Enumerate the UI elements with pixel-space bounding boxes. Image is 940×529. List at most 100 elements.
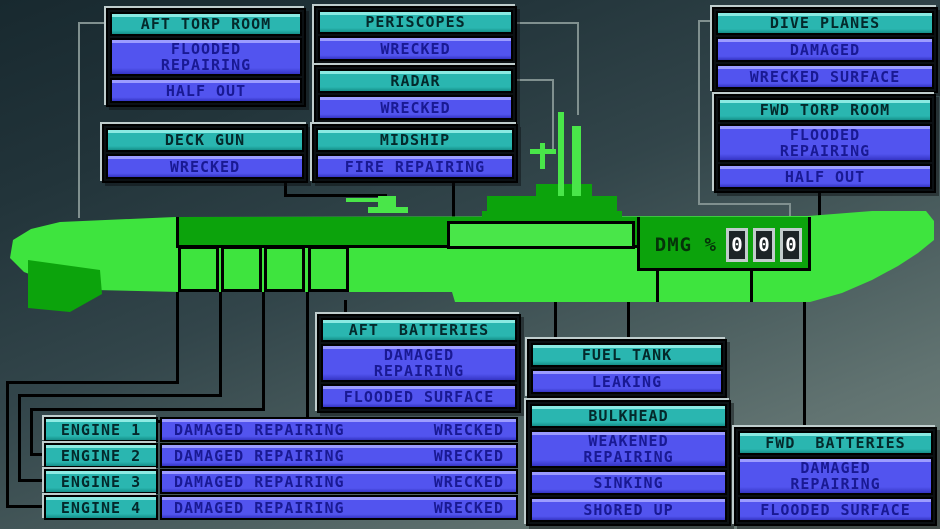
deck-gun-sprite <box>378 196 396 207</box>
engine-status-text: WRECKED <box>433 420 504 439</box>
connector-radar <box>552 79 554 150</box>
periscope-mast <box>558 112 564 196</box>
connector-engine-4 <box>176 292 179 383</box>
engine-compartment-4 <box>308 246 349 292</box>
dmg-counter-digit: 0 <box>753 227 775 262</box>
dmg-counter-digit: 0 <box>780 227 802 262</box>
connector-engine-2 <box>30 408 33 456</box>
status-box: FLOODED REPAIRING <box>110 38 302 76</box>
panel-title: BULKHEAD <box>530 404 727 428</box>
deck-gun-sprite <box>346 198 380 202</box>
panel-title: PERISCOPES <box>318 10 513 34</box>
panel-title: FWD TORP ROOM <box>718 98 932 122</box>
connector-fwd-torp <box>818 191 821 217</box>
status-box: HALF OUT <box>718 164 932 189</box>
connector-aft-torp <box>78 22 80 218</box>
panel-dive-planes: DIVE PLANES DAMAGED WRECKED SURFACE <box>712 7 938 93</box>
connector-engine-1 <box>42 420 45 431</box>
panel-radar: RADAR WRECKED <box>314 65 517 124</box>
panel-bulkhead: BULKHEAD WEAKENED REPAIRING SINKING SHOR… <box>526 400 731 526</box>
engine-compartment-3 <box>264 246 305 292</box>
status-box: WRECKED SURFACE <box>716 64 934 89</box>
engine-status-text: DAMAGED REPAIRING <box>174 472 345 491</box>
conning-tower-top <box>536 184 592 198</box>
panel-title: FUEL TANK <box>531 343 723 367</box>
engine-2-status: DAMAGED REPAIRING WRECKED <box>160 443 518 468</box>
panel-title: RADAR <box>318 69 513 93</box>
engine-3-status: DAMAGED REPAIRING WRECKED <box>160 469 518 494</box>
connector-fuel-tank <box>554 301 557 341</box>
connector-engine-2 <box>30 453 46 456</box>
engine-status-text: WRECKED <box>433 498 504 517</box>
connector-engine-3 <box>18 394 21 482</box>
panel-midship: MIDSHIP FIRE REPAIRING <box>312 124 518 183</box>
status-box: WRECKED <box>106 154 304 179</box>
engine-compartment-2 <box>221 246 262 292</box>
status-box: LEAKING <box>531 369 723 394</box>
engine-status-text: WRECKED <box>433 472 504 491</box>
connector-midship <box>452 181 455 218</box>
connector-engine-3 <box>18 394 222 397</box>
panel-title: AFT TORP ROOM <box>110 12 302 36</box>
engine-status-text: DAMAGED REPAIRING <box>174 420 345 439</box>
dmg-counter-digit: 0 <box>726 227 748 262</box>
connector-periscopes <box>517 22 579 24</box>
connector-dive-planes <box>698 20 700 203</box>
panel-title: FWD BATTERIES <box>738 431 933 455</box>
status-box: SHORED UP <box>530 497 727 522</box>
panel-title: MIDSHIP <box>316 128 514 152</box>
status-box: SINKING <box>530 470 727 495</box>
engine-4-label: ENGINE 4 <box>44 495 158 520</box>
panel-fuel-tank: FUEL TANK LEAKING <box>527 339 727 398</box>
radar-antenna <box>540 143 545 169</box>
hull-divider <box>656 271 659 302</box>
engine-4-status: DAMAGED REPAIRING WRECKED <box>160 495 518 520</box>
status-box: DAMAGED REPAIRING <box>321 344 517 382</box>
panel-aft-torp-room: AFT TORP ROOM FLOODED REPAIRING HALF OUT <box>106 8 306 107</box>
status-box: DAMAGED REPAIRING <box>738 457 933 495</box>
panel-aft-batteries: AFT BATTERIES DAMAGED REPAIRING FLOODED … <box>317 314 521 413</box>
status-box: WEAKENED REPAIRING <box>530 430 727 468</box>
connector-engine-4 <box>6 381 179 384</box>
panel-fwd-torp-room: FWD TORP ROOM FLOODED REPAIRING HALF OUT <box>714 94 936 193</box>
engine-3-label: ENGINE 3 <box>44 469 158 494</box>
connector-engine-4 <box>6 505 46 508</box>
panel-fwd-batteries: FWD BATTERIES DAMAGED REPAIRING FLOODED … <box>734 427 937 526</box>
engine-2-label: ENGINE 2 <box>44 443 158 468</box>
connector-dive-planes <box>789 203 791 216</box>
connector-deck-gun <box>284 194 387 197</box>
connector-engine-1 <box>306 292 309 423</box>
status-box: DAMAGED <box>716 37 934 62</box>
connector-aft-torp <box>78 22 106 24</box>
connector-dive-planes <box>698 203 791 205</box>
engine-1-status: DAMAGED REPAIRING WRECKED <box>160 417 518 442</box>
deck-hatch-panel <box>447 221 635 249</box>
status-box: FLOODED SURFACE <box>321 384 517 409</box>
connector-engine-4 <box>6 381 9 508</box>
panel-periscopes: PERISCOPES WRECKED <box>314 6 517 65</box>
status-box: WRECKED <box>318 36 513 61</box>
hull-divider <box>750 271 753 302</box>
engine-status-text: DAMAGED REPAIRING <box>174 498 345 517</box>
panel-deck-gun: DECK GUN WRECKED <box>102 124 308 183</box>
periscope-mast <box>572 126 581 196</box>
connector-engine-2 <box>30 408 265 411</box>
connector-engine-3 <box>18 479 46 482</box>
dmg-panel: DMG % 0 0 0 <box>637 217 811 271</box>
status-box: FLOODED REPAIRING <box>718 124 932 162</box>
engine-status-text: WRECKED <box>433 446 504 465</box>
connector-dive-planes <box>698 20 712 22</box>
status-box: FIRE REPAIRING <box>316 154 514 179</box>
conning-tower-base <box>482 211 622 217</box>
status-box: FLOODED SURFACE <box>738 497 933 522</box>
connector-fwd-batteries <box>803 301 806 429</box>
status-box: HALF OUT <box>110 78 302 103</box>
panel-title: AFT BATTERIES <box>321 318 517 342</box>
dmg-label: DMG % <box>654 233 717 256</box>
connector-bulkhead <box>627 272 630 402</box>
engine-compartment-1 <box>178 246 219 292</box>
connector-deck-gun <box>284 181 287 197</box>
panel-title: DIVE PLANES <box>716 11 934 35</box>
connector-aft-batteries <box>344 300 347 316</box>
